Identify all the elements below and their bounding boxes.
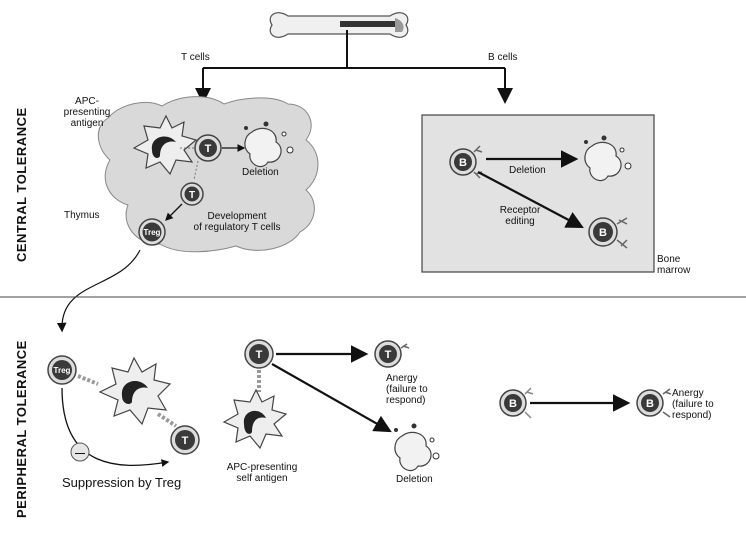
- peripheral-b-cell-icon: B: [499, 387, 534, 419]
- b-anergy-label: Anergy (failure to respond): [672, 388, 714, 421]
- apc-self-label: APC-presenting self antigen: [226, 462, 298, 484]
- svg-text:B: B: [459, 157, 467, 169]
- treg-development-arrow: [165, 203, 183, 221]
- peripheral-apc-icon: [98, 356, 172, 426]
- anergic-t-cell-icon: T: [374, 340, 410, 368]
- branch-lines: [195, 30, 513, 104]
- inhibition-icon: —: [70, 442, 90, 462]
- b-apoptotic-cell-icon: [584, 135, 632, 182]
- svg-text:T: T: [385, 349, 392, 361]
- thymus-deletion-label: Deletion: [242, 167, 279, 178]
- apc-cell-icon: [132, 114, 198, 176]
- receptor-editing-label: Receptor editing: [499, 205, 541, 227]
- central-tolerance-label: CENTRAL TOLERANCE: [14, 107, 29, 262]
- peripheral-apoptotic-cell-icon: [394, 423, 440, 472]
- t-peripheral-deletion-label: Deletion: [396, 474, 433, 485]
- t-cells-label: T cells: [181, 52, 210, 63]
- peripheral-tolerance-label: PERIPHERAL TOLERANCE: [14, 340, 29, 518]
- b-deletion-label: Deletion: [509, 165, 546, 176]
- svg-text:T: T: [189, 190, 195, 201]
- suppression-label: Suppression by Treg: [62, 475, 182, 490]
- treg-migration-line: [56, 249, 141, 333]
- apc-self-t-cell-icon: T: [244, 339, 274, 369]
- b-cell-icon: B: [449, 145, 483, 179]
- t-peripheral-deletion-arrow: [271, 363, 392, 433]
- svg-text:B: B: [646, 398, 654, 410]
- t-anergy-label: Anergy (failure to respond): [386, 373, 428, 406]
- b-cells-label: B cells: [488, 52, 518, 63]
- bone-marrow-label: Bone marrow: [657, 254, 691, 276]
- svg-text:Treg: Treg: [144, 228, 161, 237]
- treg-cell-icon: Treg: [138, 218, 166, 246]
- apoptotic-cell-icon: [244, 121, 294, 168]
- t-cell-2-icon: T: [180, 182, 204, 206]
- svg-text:—: —: [75, 448, 85, 459]
- svg-text:Treg: Treg: [54, 366, 71, 375]
- apc-label: APC- presenting antigen: [63, 96, 111, 129]
- svg-text:T: T: [205, 143, 212, 155]
- svg-text:B: B: [599, 227, 607, 239]
- svg-text:T: T: [256, 349, 263, 361]
- suppression-arrow: [61, 387, 170, 467]
- apc-self-icon: [222, 388, 288, 450]
- bone-icon: [269, 12, 409, 38]
- t-cell-icon: T: [194, 134, 222, 162]
- svg-text:T: T: [182, 435, 189, 447]
- peripheral-treg-icon: Treg: [47, 355, 77, 385]
- thymus-label: Thymus: [64, 210, 100, 221]
- treg-development-label: Development of regulatory T cells: [193, 211, 281, 233]
- anergic-b-cell-icon: B: [636, 388, 672, 418]
- bone-marrow-box: [421, 114, 655, 273]
- svg-text:B: B: [509, 398, 517, 410]
- receptor-editing-arrow: [477, 171, 584, 229]
- peripheral-t-cell-icon: T: [170, 425, 200, 455]
- b-edited-cell-icon: B: [588, 217, 628, 249]
